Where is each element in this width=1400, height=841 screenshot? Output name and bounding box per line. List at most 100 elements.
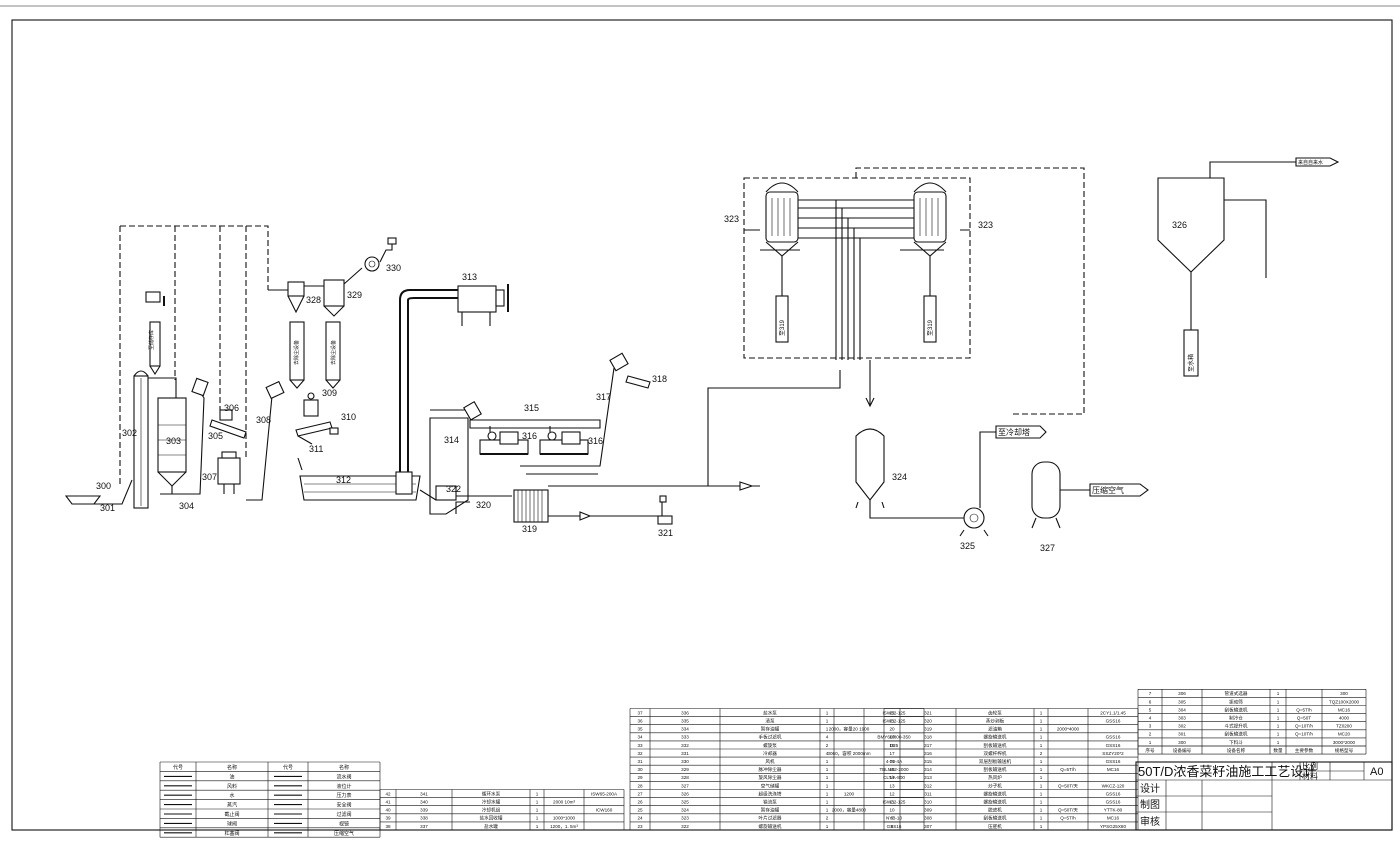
bom-cell: Q=50T/天 xyxy=(1058,808,1078,814)
bom-cell: 1 xyxy=(1040,743,1043,748)
bom-cell: 8 xyxy=(891,824,894,829)
conveyor-318 xyxy=(625,375,651,389)
bom-cell: 齿轮泵 xyxy=(988,709,1002,716)
bom-cell: 14 xyxy=(889,775,895,780)
bom-cell: 风机 xyxy=(765,758,775,765)
bom-cell: 1000*1000 xyxy=(553,816,576,821)
bom-cell: 31 xyxy=(637,759,643,764)
bom-cell: 333 xyxy=(681,735,689,740)
bom-cell: 设备名称 xyxy=(1227,747,1246,754)
bom-cell: 1 xyxy=(536,791,539,796)
bom-cell: 40 xyxy=(385,808,391,813)
bom-cell: 340 xyxy=(420,800,428,805)
equipment-tag: 307 xyxy=(202,472,217,482)
bom-cell: 4-72-4A xyxy=(886,759,903,764)
bom-cell: 334 xyxy=(681,727,689,732)
bom-cell: Q=5T/h xyxy=(1296,707,1312,712)
legend-cell: 压缩空气 xyxy=(334,830,354,837)
legend-cell: 截止阀 xyxy=(224,811,239,818)
equipment-tag: 330 xyxy=(386,263,401,273)
bom-cell: 28 xyxy=(637,783,643,788)
bom-cell: SSZY20*2 xyxy=(1102,751,1124,756)
bom-cell: 2 xyxy=(1149,732,1152,737)
bom-cell: 盐水罐 xyxy=(484,823,498,830)
equipment-tag: 304 xyxy=(179,501,194,511)
ratio-label: 比例 xyxy=(1302,761,1318,771)
bom-cell: 1 xyxy=(1277,707,1280,712)
to-water-tank-label: 至水箱 xyxy=(1187,354,1195,372)
bom-cell: 26 xyxy=(637,800,643,805)
bom-cell: 18 xyxy=(889,743,895,748)
bom-cell: 刮板输送机 xyxy=(984,815,1007,822)
bom-cell: 1 xyxy=(826,800,829,805)
bom-cell: 1 xyxy=(1040,710,1043,715)
bom-cell: 规格型号 xyxy=(1335,747,1354,754)
bom-cell: 空气储罐 xyxy=(761,782,780,789)
bom-cell: 1 xyxy=(1040,767,1043,772)
legend-cell: 球阀 xyxy=(227,820,237,827)
bom-cell: 刮板输送机 xyxy=(984,742,1007,749)
bom-cell: 1 xyxy=(826,727,829,732)
bom-cell: 1 xyxy=(1277,732,1280,737)
legend-table: 代号名称代号名称油流水阀风料液位计水压力表蒸汽安全阀截止阀过滤阀球阀视镜杠塞阀压… xyxy=(159,761,381,838)
bom-cell: 刮板输送机 xyxy=(1225,731,1248,738)
dehuller-309 xyxy=(303,399,319,417)
drawn-label: 制图 xyxy=(1140,798,1160,811)
bom-cell: 振动筛 xyxy=(1229,698,1243,705)
tank-319 xyxy=(513,489,549,523)
conveyor-301 xyxy=(94,479,133,505)
bom-cell: 5 xyxy=(1149,707,1152,712)
bom-cell: ISW32-125 xyxy=(883,800,906,805)
tank-324 xyxy=(855,428,885,501)
bom-cell: 热风炉 xyxy=(988,774,1002,781)
bom-cell: 3 xyxy=(1149,724,1152,729)
bom-cell: GSS16 xyxy=(1106,759,1121,764)
bom-cell: 1 xyxy=(1040,719,1043,724)
bom-cell: 2CY1.1/1.45 xyxy=(1100,710,1126,715)
bom-cell: 300 xyxy=(1178,740,1186,745)
bom-cell: 317 xyxy=(924,743,932,748)
pump-325 xyxy=(963,507,985,529)
conveyor-310 xyxy=(295,421,333,437)
conveyor-315 xyxy=(469,419,601,429)
hopper-300 xyxy=(64,495,102,505)
to-dust-label-b: 去除尘设备 xyxy=(330,340,337,365)
equipment-tag: 305 xyxy=(208,431,223,441)
bom-cell: 316 xyxy=(924,751,932,756)
bom-cell: 318 xyxy=(924,735,932,740)
bom-cell: 310 xyxy=(924,800,932,805)
bom-cell: 1 xyxy=(1040,816,1043,821)
bom-cell: 10 xyxy=(889,808,895,813)
bom-cell: YTTK-80 xyxy=(1104,808,1123,813)
bom-cell: 327 xyxy=(681,783,689,788)
bom-cell: 1 xyxy=(1040,735,1043,740)
compressed-air-tag xyxy=(1089,483,1149,497)
bom-cell: 1 xyxy=(826,783,829,788)
bom-cell: 盐水泵 xyxy=(763,709,777,715)
bom-cell: 1 xyxy=(1040,808,1043,813)
bom-cell: 1 xyxy=(536,800,539,805)
bom-cell: 326 xyxy=(681,791,689,796)
equipment-tag: 320 xyxy=(476,500,491,510)
equipment-tag: 328 xyxy=(306,295,321,305)
bom-cell: WKCZ-120 xyxy=(1102,783,1125,788)
bom-cell: 1 xyxy=(1149,740,1152,745)
bom-cell: 1 xyxy=(1040,775,1043,780)
leaf-filter-323a xyxy=(765,182,799,343)
bom-cell: GSS16 xyxy=(1106,735,1121,740)
equipment-tag: 322 xyxy=(446,484,461,494)
bom-cell: 308 xyxy=(924,816,932,821)
equipment-tag: 310 xyxy=(341,412,356,422)
bom-cell: 螺旋输送机 xyxy=(984,799,1007,806)
tank-326 xyxy=(1157,177,1225,273)
legend-cell: 杠塞阀 xyxy=(224,830,239,837)
bom-cell: 307 xyxy=(924,824,932,829)
equipment-tag: 308 xyxy=(256,415,271,425)
bom-cell: 331 xyxy=(681,751,689,756)
bom-cell: 2000，容量4800 xyxy=(832,807,867,814)
bom-cell: 24 xyxy=(637,816,643,821)
bom-cell: 329 xyxy=(681,767,689,772)
bom-cell: 23 xyxy=(637,824,643,829)
cooling-tower-tag xyxy=(995,425,1047,439)
